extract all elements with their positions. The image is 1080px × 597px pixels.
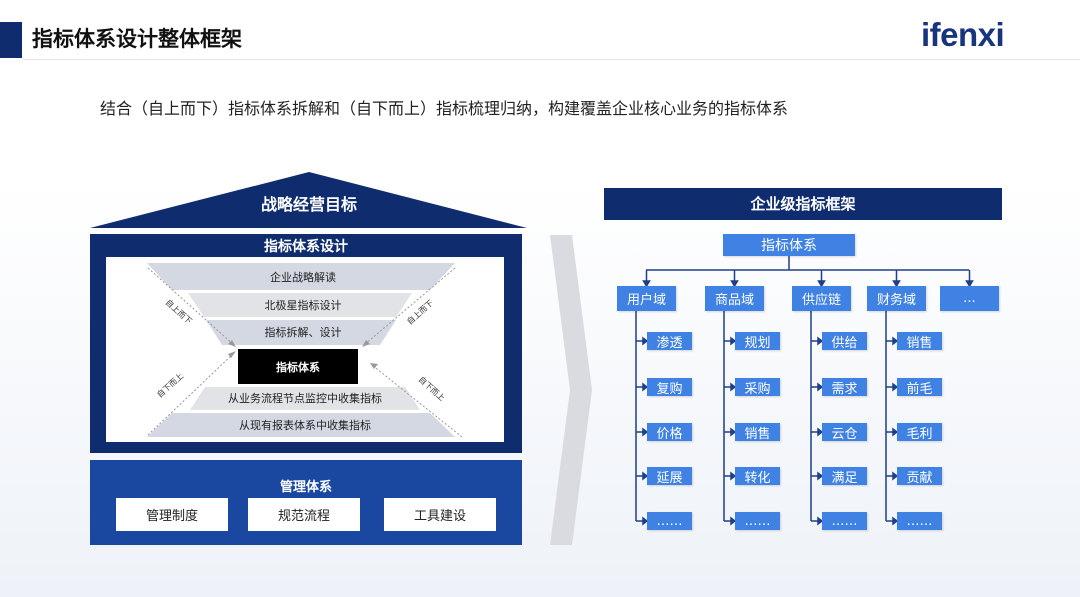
arrow-head — [730, 471, 737, 481]
arrow-bottom-up-right — [371, 364, 463, 438]
band-label: 从现有报表体系中收集指标 — [239, 418, 371, 432]
arrow-head — [730, 336, 737, 346]
arrow-head — [642, 336, 649, 346]
arrow-head — [817, 427, 824, 437]
header-divider — [22, 59, 1080, 60]
arrow-head — [642, 516, 649, 526]
metric-node: 渗透 — [647, 332, 692, 351]
metric-node: …… — [822, 512, 867, 530]
metric-node: 复购 — [647, 378, 692, 397]
arrow-head — [817, 336, 824, 346]
arrow-head — [730, 280, 739, 288]
roof-shape — [90, 172, 527, 228]
metric-node: …… — [647, 512, 692, 530]
arrow-head — [817, 280, 826, 288]
mgmt-item: 规范流程 — [248, 498, 360, 531]
band-label: 从业务流程节点监控中收集指标 — [228, 391, 382, 405]
band-3 — [206, 320, 396, 345]
arrow-head — [965, 280, 974, 288]
band-label: 北极星指标设计 — [265, 298, 342, 312]
metric-node: 规划 — [735, 332, 780, 351]
arrow-head — [642, 382, 649, 392]
band-1 — [147, 263, 455, 290]
band-5 — [147, 413, 455, 437]
band-4 — [190, 387, 420, 410]
metric-node: 转化 — [735, 467, 780, 486]
metric-node: 采购 — [735, 378, 780, 397]
metric-node: 毛利 — [897, 423, 942, 442]
metric-node: 满足 — [822, 467, 867, 486]
arrow-head — [892, 382, 899, 392]
header-accent-bar — [0, 22, 22, 58]
arrow-head — [730, 382, 737, 392]
arrow-head — [892, 336, 899, 346]
metric-node: 延展 — [647, 467, 692, 486]
arrow-head — [892, 471, 899, 481]
framework-title: 企业级指标框架 — [749, 195, 855, 213]
mgmt-item: 管理制度 — [116, 498, 228, 531]
chevron-arrow — [550, 235, 592, 545]
core-label: 指标体系 — [276, 360, 320, 374]
domain-node: 商品域 — [705, 286, 764, 311]
band-2 — [188, 293, 412, 317]
metric-node: 供给 — [822, 332, 867, 351]
mgmt-item: 工具建设 — [384, 498, 496, 531]
metric-node: …… — [735, 512, 780, 530]
management-title: 管理体系 — [280, 479, 332, 495]
band-label: 企业战略解读 — [270, 270, 336, 284]
metric-node: 贡献 — [897, 467, 942, 486]
subtitle: 结合（自上而下）指标体系拆解和（自下而上）指标梳理归纳，构建覆盖企业核心业务的指… — [100, 99, 789, 118]
metric-node: …… — [897, 512, 942, 530]
arrow-head — [892, 516, 899, 526]
arrow-head — [642, 427, 649, 437]
domain-node: 财务域 — [867, 286, 926, 311]
roof-label: 战略经营目标 — [261, 195, 357, 214]
arrow-head — [892, 280, 901, 288]
framework-header — [604, 188, 1002, 220]
metric-node: 需求 — [822, 378, 867, 397]
domain-node: 用户域 — [617, 286, 676, 311]
arrow-head — [817, 382, 824, 392]
arrow-head — [642, 280, 651, 288]
metric-node: 销售 — [897, 332, 942, 351]
arrow-top-down-left — [147, 267, 235, 346]
design-title: 指标体系设计 — [264, 238, 348, 255]
metric-node: 销售 — [735, 423, 780, 442]
arrow-head — [730, 427, 737, 437]
root-node: 指标体系 — [723, 234, 855, 256]
arrow-head — [642, 471, 649, 481]
metric-node: 前毛 — [897, 378, 942, 397]
page-title: 指标体系设计整体框架 — [32, 27, 242, 51]
arrow-head — [892, 427, 899, 437]
band-label: 指标拆解、设计 — [265, 325, 342, 339]
arrow-head — [817, 471, 824, 481]
arrow-head — [817, 516, 824, 526]
logo: ifenxi — [921, 16, 1005, 53]
core-box — [238, 349, 358, 384]
metric-node: 价格 — [647, 423, 692, 442]
arrow-head — [730, 516, 737, 526]
domain-node: ... — [940, 286, 999, 311]
metric-node: 云仓 — [822, 423, 867, 442]
domain-node: 供应链 — [792, 286, 851, 311]
